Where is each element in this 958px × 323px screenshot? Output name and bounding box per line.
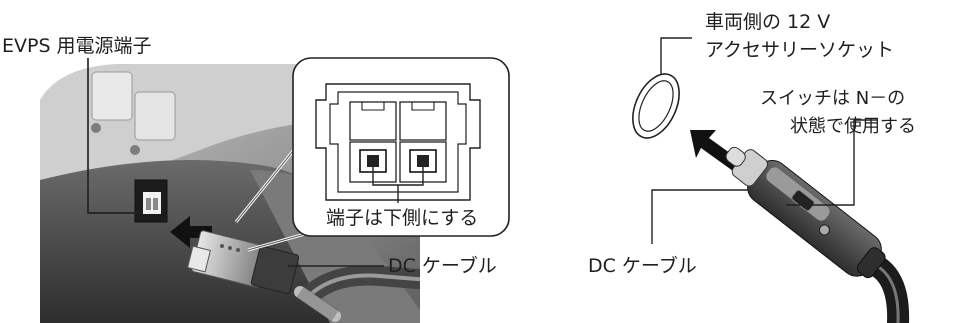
dc-cable-label-right: DC ケーブル	[588, 254, 697, 277]
cigarette-plug	[725, 146, 910, 323]
connector-inset: 端子は下側にする	[292, 57, 510, 237]
dc-cable-plug-left	[187, 230, 341, 322]
socket-label-line1: 車両側の 12 V	[705, 11, 830, 33]
switch-label-line1: スイッチは N－の	[760, 88, 905, 109]
socket-label-line2: アクセサリーソケット	[705, 39, 894, 61]
dc-cable-label-left: DC ケーブル	[388, 254, 497, 277]
insert-arrow-left	[170, 216, 212, 248]
inset-caption: 端子は下側にする	[326, 207, 478, 229]
accessory-socket-ring	[632, 73, 680, 139]
socket-label-leader	[660, 37, 692, 75]
dc-cable-leader-right	[651, 189, 748, 244]
switch-label-leader	[786, 119, 878, 206]
evps-terminal	[134, 179, 168, 223]
evps-terminal-label: EVPS 用電源端子	[2, 35, 152, 57]
switch-label-line2: 状態で使用する	[790, 116, 916, 137]
